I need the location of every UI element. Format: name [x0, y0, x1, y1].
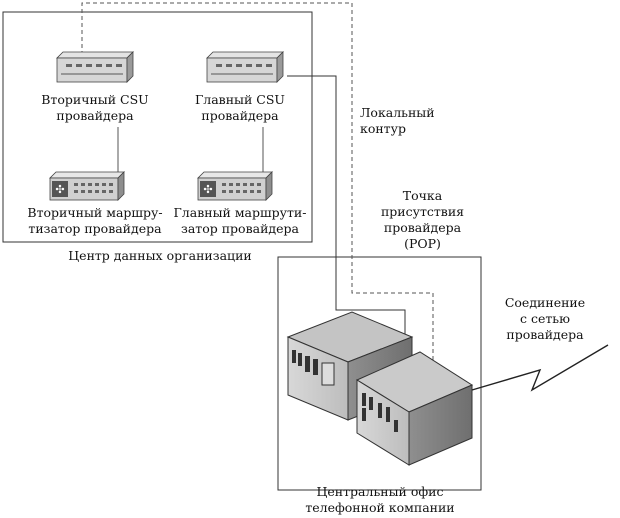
network-lightning-icon — [471, 344, 609, 392]
router-arrows-icon: ✣ — [55, 183, 64, 196]
local-loop-line — [81, 2, 434, 368]
primary-router-label: Главный маршрути- затор провайдера — [173, 205, 307, 236]
router-arrows-icon: ✣ — [203, 183, 212, 196]
central-office-label: Центральный офис телефонной компании — [305, 484, 455, 515]
primary-csu-label: Главный CSU провайдера — [195, 92, 285, 123]
primary-router-device: ✣ — [197, 171, 273, 201]
secondary-router-device: ✣ — [49, 171, 125, 201]
secondary-csu-label: Вторичный CSU провайдера — [41, 92, 149, 123]
pop-label: Точка присутствия провайдера (POP) — [380, 188, 465, 251]
central-office-boundary — [277, 256, 482, 491]
primary-csu-device — [206, 51, 284, 83]
datacenter-label: Центр данных организации — [68, 248, 252, 263]
primary-link-line — [287, 75, 406, 345]
network-connection-label: Соединение с сетью провайдера — [504, 295, 586, 342]
secondary-router-label: Вторичный маршру- тизатор провайдера — [27, 205, 163, 236]
secondary-csu-device — [56, 51, 134, 83]
central-office-cabinet-front — [355, 351, 474, 466]
datacenter-boundary — [2, 11, 313, 243]
local-loop-label: Локальный контур — [360, 105, 435, 136]
